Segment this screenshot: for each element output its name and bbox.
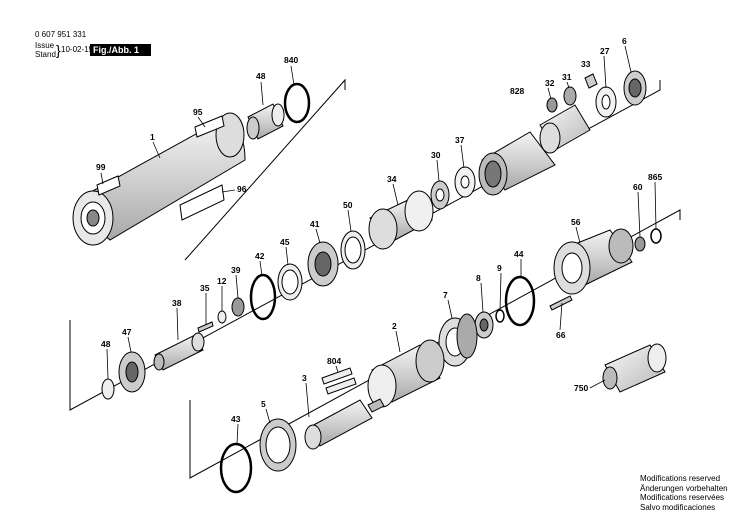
callout-48-bottom: 48 (101, 339, 111, 349)
callout-labels: 1 99 95 96 48 840 828 32 31 33 27 6 37 3… (96, 36, 662, 424)
callout-27: 27 (600, 46, 610, 56)
callout-34: 34 (387, 174, 397, 184)
part-number: 0 607 951 331 (35, 30, 87, 39)
leader-lines (100, 45, 657, 445)
callout-6: 6 (622, 36, 627, 46)
gear-31 (563, 86, 577, 106)
callout-96: 96 (237, 184, 247, 194)
note-de: Änderungen vorbehalten (640, 483, 728, 493)
modification-notes: Modifications reserved Änderungen vorbeh… (640, 474, 728, 512)
bracket: } (56, 42, 61, 58)
o-ring-44 (504, 275, 536, 327)
callout-5: 5 (261, 399, 266, 409)
callout-865: 865 (648, 172, 662, 182)
o-ring-42 (249, 273, 277, 321)
washer-12 (217, 310, 227, 324)
callout-7: 7 (443, 290, 448, 300)
bearing-6 (623, 70, 647, 106)
callout-43: 43 (231, 414, 241, 424)
callout-31: 31 (562, 72, 572, 82)
callout-47: 47 (122, 327, 132, 337)
callout-9: 9 (497, 263, 502, 273)
sleeve-part-48 (246, 103, 285, 140)
callout-60: 60 (633, 182, 643, 192)
callout-41: 41 (310, 219, 320, 229)
callout-32: 32 (545, 78, 555, 88)
callout-33: 33 (581, 59, 591, 69)
callout-95: 95 (193, 107, 203, 117)
spindle-38 (153, 332, 205, 371)
vanes-804 (321, 367, 357, 395)
rotor-cylinder-2 (367, 339, 445, 408)
issue-label: Issue (35, 41, 55, 50)
housing-part-1 (72, 112, 246, 246)
gear-39 (231, 297, 245, 317)
pin-35 (197, 321, 214, 333)
fitting-60 (634, 236, 646, 252)
callout-804: 804 (327, 356, 341, 366)
callout-39: 39 (231, 265, 241, 275)
callout-1: 1 (150, 132, 155, 142)
callout-2: 2 (392, 321, 397, 331)
issue-date: 10-02-15 (61, 45, 94, 54)
o-ring-43 (219, 442, 253, 494)
callout-840: 840 (284, 55, 298, 65)
cylinder-part-34 (368, 190, 434, 250)
callout-48-top: 48 (256, 71, 266, 81)
ring-865 (650, 228, 662, 244)
callout-35: 35 (200, 283, 210, 293)
callout-44: 44 (514, 249, 524, 259)
end-housing-56 (553, 228, 634, 295)
callout-37: 37 (455, 135, 465, 145)
pin-32 (546, 97, 558, 113)
callout-45: 45 (280, 237, 290, 247)
pin-66 (549, 295, 573, 311)
bearing-47 (118, 351, 146, 393)
ring-9 (495, 309, 505, 323)
bearing-41 (307, 241, 339, 287)
callout-38: 38 (172, 298, 182, 308)
callout-56: 56 (571, 217, 581, 227)
callout-12: 12 (217, 276, 227, 286)
silencer-750 (602, 343, 667, 393)
ring-48 (101, 378, 115, 400)
note-en: Modifications reserved (640, 474, 721, 483)
callout-828: 828 (510, 86, 524, 96)
rotor-3 (304, 398, 385, 450)
gear-plate-7 (438, 313, 478, 367)
ring-gear-5 (259, 418, 297, 472)
bearing-8 (474, 311, 494, 339)
callout-750: 750 (574, 383, 588, 393)
pin-33 (584, 73, 598, 89)
callout-42: 42 (255, 251, 265, 261)
stand-label: Stand (35, 50, 56, 59)
callout-8: 8 (476, 273, 481, 283)
o-ring-840 (283, 82, 311, 124)
callout-66: 66 (556, 330, 566, 340)
gear-assembly-828 (478, 104, 591, 196)
note-fr: Modifications reservées (640, 493, 725, 502)
note-es: Salvo modificaciones (640, 502, 716, 512)
callout-99: 99 (96, 162, 106, 172)
callout-3: 3 (302, 373, 307, 383)
callout-50: 50 (343, 200, 353, 210)
callout-30: 30 (431, 150, 441, 160)
figure-label: Fig./Abb. 1 (90, 44, 151, 56)
bearing-30 (430, 180, 450, 210)
